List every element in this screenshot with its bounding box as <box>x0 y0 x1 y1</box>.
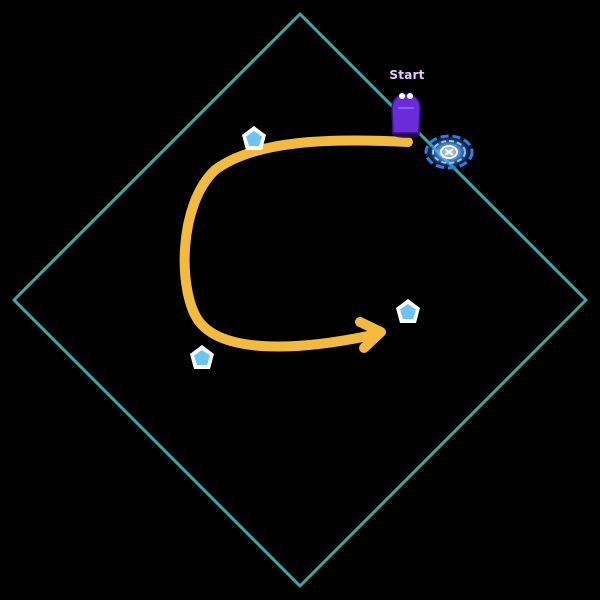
pentagon-marker-icon <box>242 126 266 150</box>
start-label: Start <box>389 68 425 82</box>
player-icon[interactable] <box>391 93 421 138</box>
blue-swirl-portal-icon <box>424 134 474 170</box>
arena-border <box>12 12 588 588</box>
pentagon-marker-icon <box>190 345 214 369</box>
pentagon-marker-icon <box>396 299 420 323</box>
curved-arrow-icon <box>179 135 413 353</box>
